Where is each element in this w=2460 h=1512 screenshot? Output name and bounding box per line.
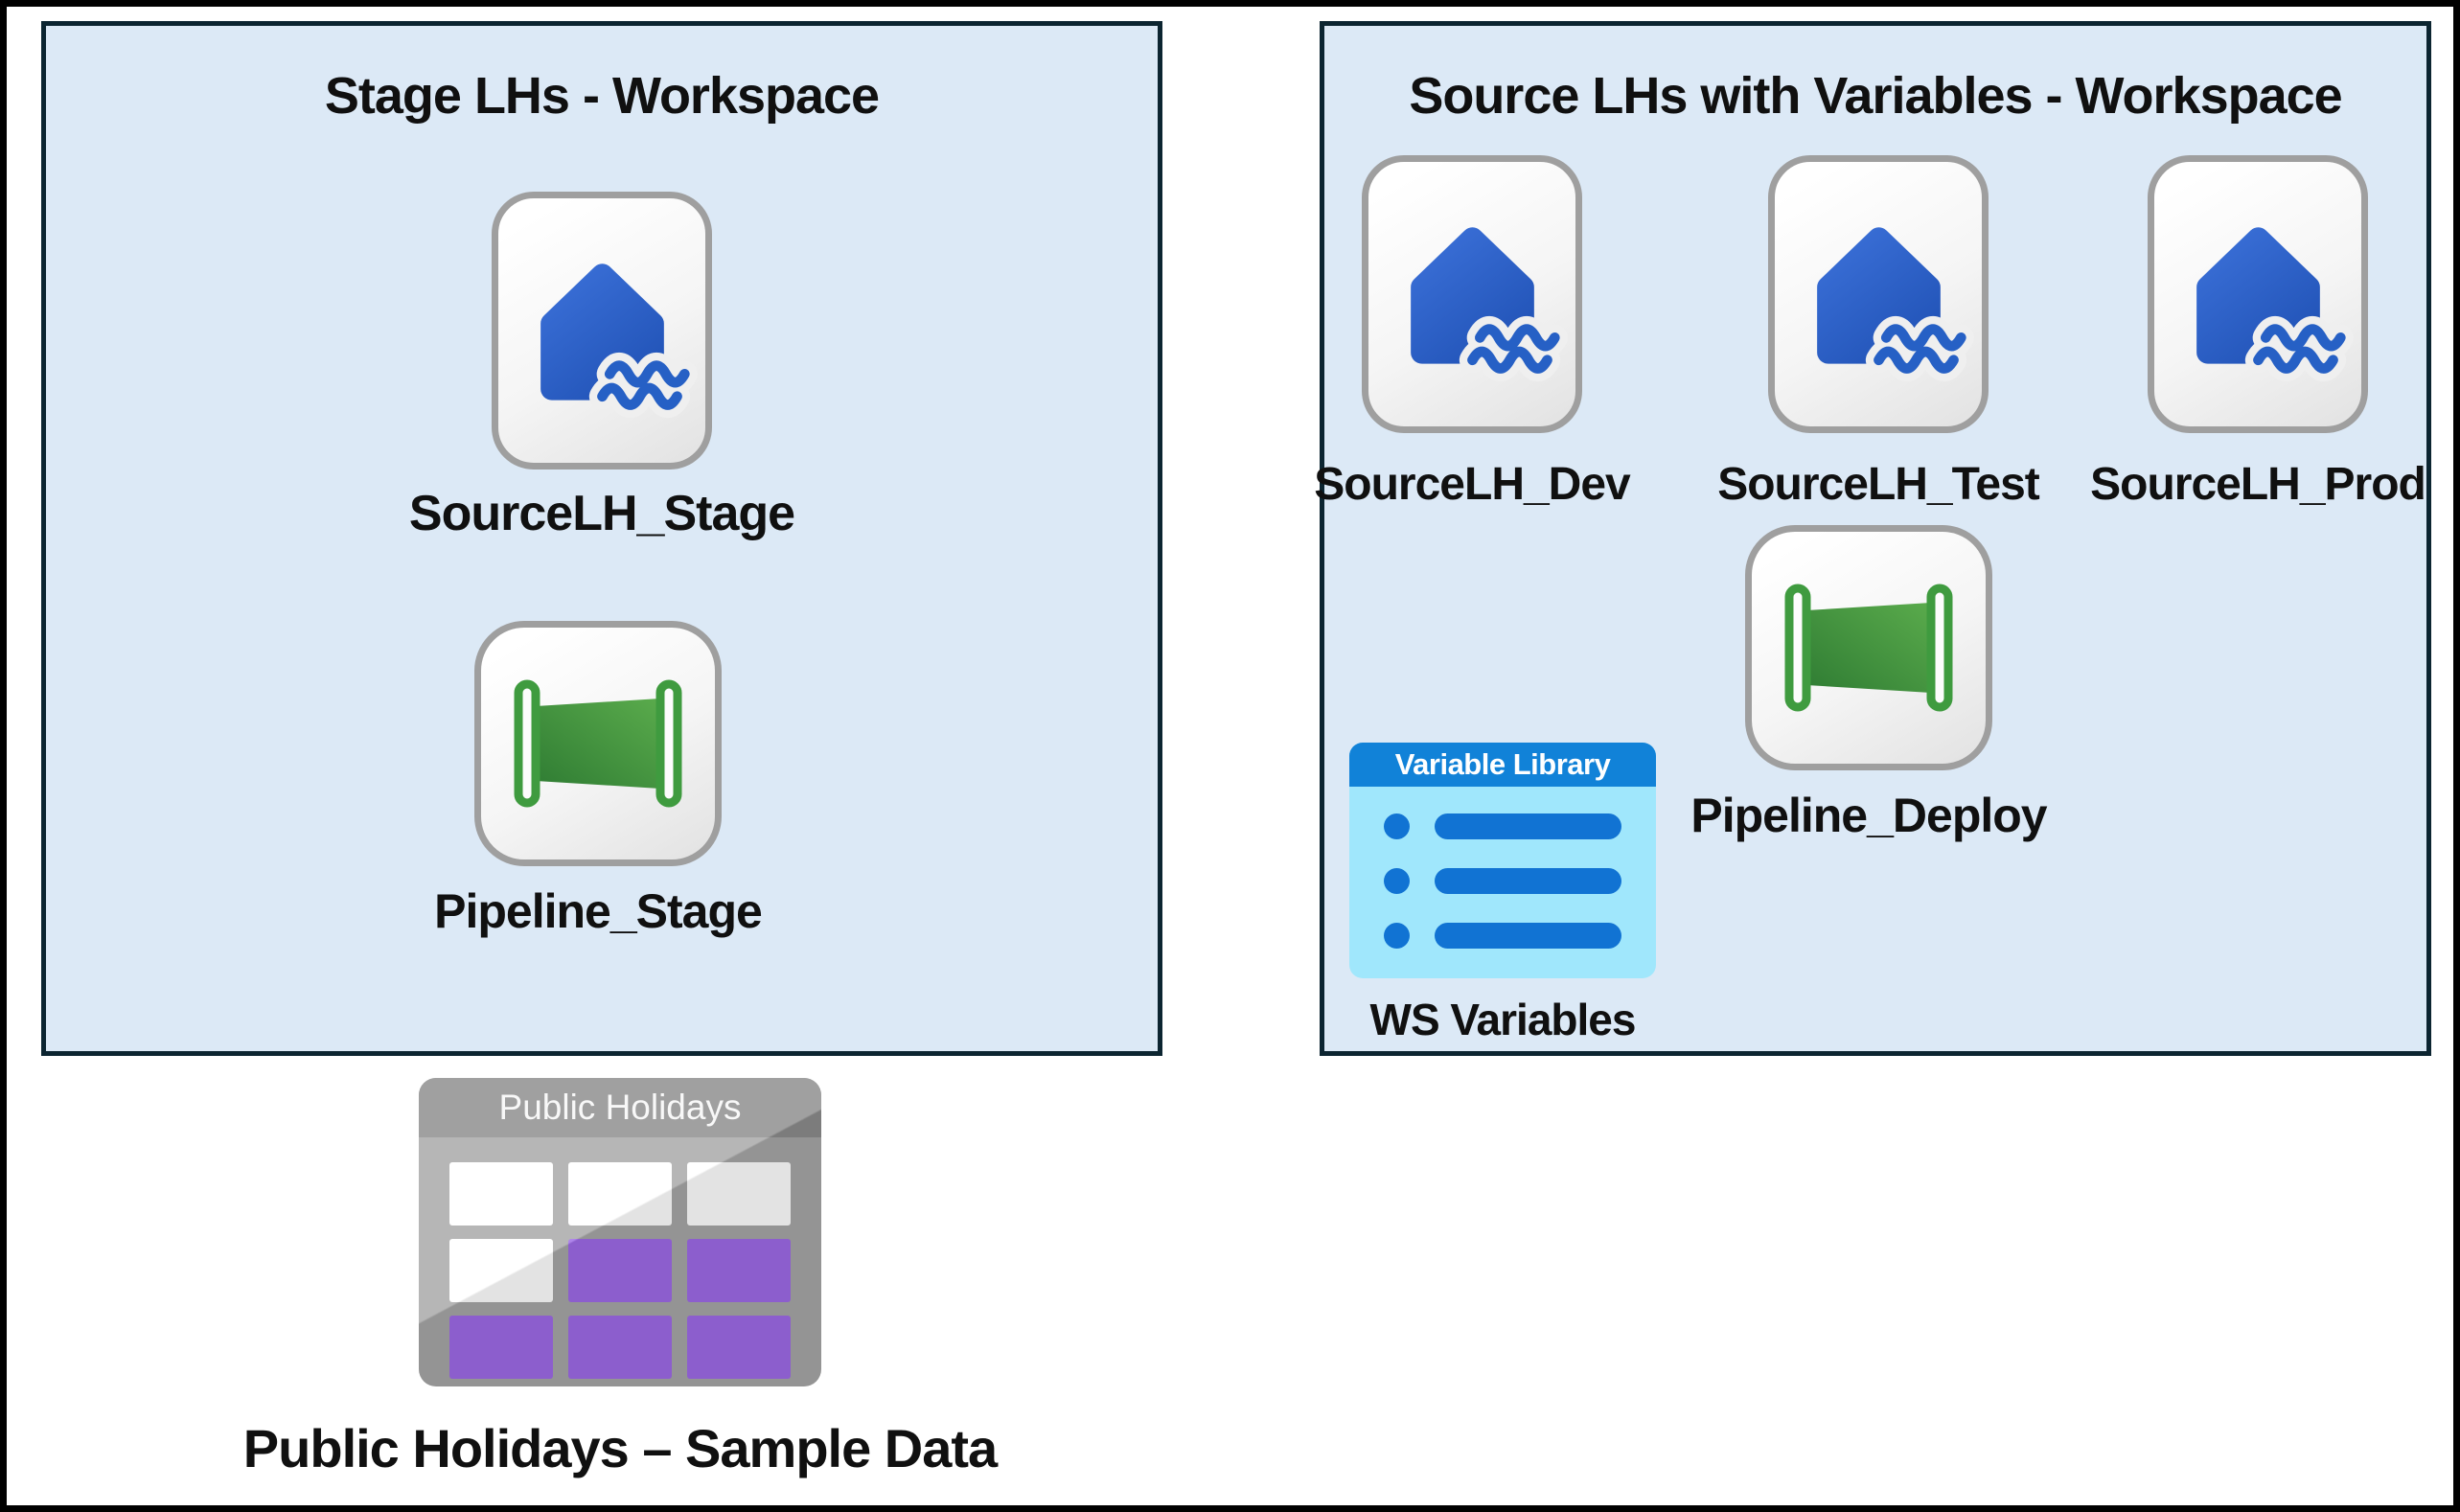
- lakehouse-icon: [540, 263, 698, 418]
- table-cell-purple: [687, 1239, 791, 1302]
- item-pipeline-deploy: Pipeline_Deploy: [1600, 525, 2137, 843]
- lakehouse-icon: [1816, 226, 1974, 381]
- table-cell-purple: [568, 1316, 672, 1379]
- pipeline-card: [474, 621, 722, 866]
- item-sourcelh-dev: SourceLH_Dev: [1204, 155, 1740, 511]
- item-label: Pipeline_Deploy: [1690, 789, 2047, 842]
- table-cell-purple: [568, 1239, 672, 1302]
- item-sourcelh-stage: SourceLH_Stage: [266, 192, 937, 542]
- workspace-title-stage: Stage LHs - Workspace: [324, 67, 880, 125]
- variable-row: [1384, 923, 1621, 949]
- lakehouse-card: [492, 192, 712, 470]
- lakehouse-card: [2148, 155, 2368, 433]
- item-sourcelh-prod: SourceLH_Prod: [1989, 155, 2453, 511]
- table-cell-white: [449, 1162, 553, 1226]
- item-label: SourceLH_Stage: [408, 486, 795, 541]
- bullet-dot-icon: [1384, 923, 1410, 949]
- variable-row: [1384, 813, 1621, 839]
- variable-library-header: Variable Library: [1349, 743, 1656, 787]
- variable-library-icon: Variable Library: [1349, 743, 1656, 978]
- table-cell-white: [687, 1162, 791, 1226]
- sample-table-icon: Public Holidays: [419, 1078, 821, 1386]
- table-header: Public Holidays: [419, 1078, 821, 1137]
- table-cell-purple: [449, 1316, 553, 1379]
- item-label: SourceLH_Test: [1717, 459, 2040, 510]
- variable-bar: [1435, 923, 1621, 949]
- bullet-dot-icon: [1384, 813, 1410, 839]
- item-label: Public Holidays – Sample Data: [242, 1418, 998, 1478]
- table-cell-white: [568, 1162, 672, 1226]
- pipeline-card: [1745, 525, 1992, 770]
- table-cell-purple: [687, 1316, 791, 1379]
- item-label: Pipeline_Stage: [434, 884, 763, 938]
- workspace-title-source: Source LHs with Variables - Workspace: [1409, 67, 2342, 125]
- item-sourcelh-test: SourceLH_Test: [1610, 155, 2147, 511]
- lakehouse-icon: [2196, 226, 2354, 381]
- pipeline-icon: [1784, 584, 1953, 712]
- item-public-holidays: Public Holidays Public Holidays – Sample…: [179, 1078, 1061, 1479]
- variable-library-rows: [1349, 787, 1656, 949]
- variable-row: [1384, 868, 1621, 894]
- pipeline-icon: [514, 679, 682, 808]
- lakehouse-card: [1768, 155, 1989, 433]
- bullet-dot-icon: [1384, 868, 1410, 894]
- item-ws-variables: Variable Library WS Variables: [1234, 743, 1771, 1045]
- item-label: SourceLH_Dev: [1314, 459, 1630, 510]
- lakehouse-card: [1362, 155, 1582, 433]
- variable-bar: [1435, 868, 1621, 894]
- table-grid: [449, 1162, 791, 1379]
- lakehouse-icon: [1410, 226, 1568, 381]
- variable-bar: [1435, 813, 1621, 839]
- item-label: WS Variables: [1369, 995, 1637, 1044]
- table-cell-white: [449, 1239, 553, 1302]
- item-pipeline-stage: Pipeline_Stage: [263, 621, 933, 939]
- item-label: SourceLH_Prod: [2090, 459, 2426, 510]
